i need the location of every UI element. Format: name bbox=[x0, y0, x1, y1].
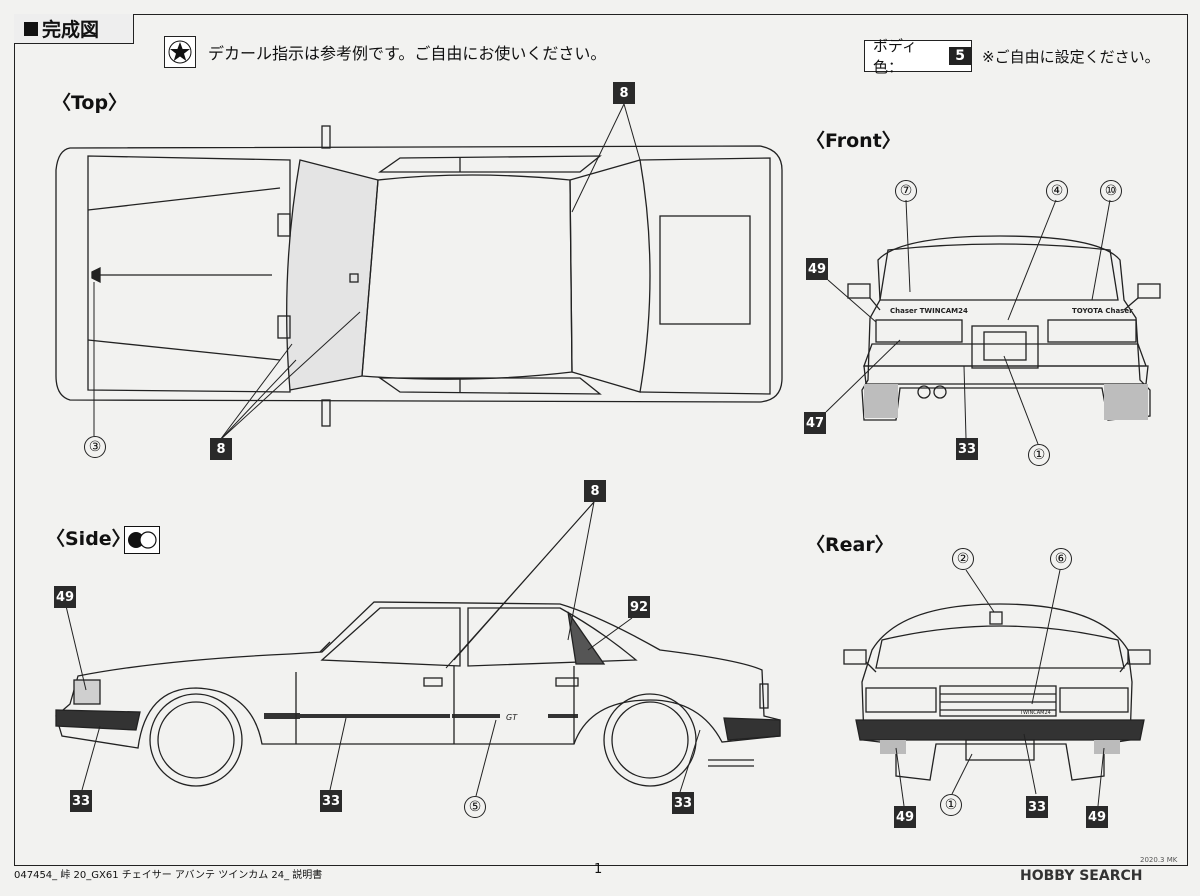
rear-leaders bbox=[895, 569, 1105, 807]
top-view-car bbox=[55, 125, 783, 427]
section-header: 完成図 bbox=[14, 14, 134, 44]
footer-logo: HOBBY SEARCH bbox=[1020, 868, 1143, 884]
square-icon bbox=[24, 21, 38, 36]
callout-side-8: 8 bbox=[584, 480, 606, 502]
callout-front-10: ⑩ bbox=[1100, 180, 1122, 202]
body-color-label: ボディ色： bbox=[873, 37, 917, 76]
callout-side-49: 49 bbox=[54, 586, 76, 608]
view-label-front: 〈Front〉 bbox=[806, 130, 901, 152]
callout-front-47: 47 bbox=[804, 412, 826, 434]
footer-code: 047454_ 峠 20_GX61 チェイサー アバンテ ツインカム 24_ 説… bbox=[14, 870, 323, 881]
callout-rear-33: 33 bbox=[1026, 796, 1048, 818]
callout-top-8b: 8 bbox=[210, 438, 232, 460]
section-title: 完成図 bbox=[42, 19, 100, 41]
callout-side-33c: 33 bbox=[672, 792, 694, 814]
callout-rear-2: ② bbox=[952, 548, 974, 570]
front-view-car bbox=[847, 235, 1161, 421]
top-leaders bbox=[93, 103, 641, 441]
callout-rear-6: ⑥ bbox=[1050, 548, 1072, 570]
decal-side-stripe: GT bbox=[506, 713, 518, 722]
callout-top-3: ③ bbox=[84, 436, 106, 458]
decal-rear-grille: TWINCAM24 bbox=[1019, 710, 1051, 716]
front-leaders bbox=[825, 199, 1111, 445]
callout-rear-49b: 49 bbox=[1086, 806, 1108, 828]
callout-side-92: 92 bbox=[628, 596, 650, 618]
side-leaders bbox=[65, 501, 701, 797]
decal-front-left: Chaser TWINCAM24 bbox=[890, 307, 968, 315]
page-frame bbox=[14, 14, 1188, 866]
decal-note: デカール指示は参考例です。ご自由にお使いください。 bbox=[208, 44, 607, 63]
body-color-number: 5 bbox=[949, 47, 971, 65]
callout-front-1: ① bbox=[1028, 444, 1050, 466]
star-icon bbox=[164, 36, 196, 68]
two-tone-icon bbox=[124, 526, 160, 554]
callout-front-49: 49 bbox=[806, 258, 828, 280]
decal-front-right: TOYOTA Chaser bbox=[1072, 307, 1133, 315]
side-view-car bbox=[55, 601, 781, 787]
view-label-top: 〈Top〉 bbox=[52, 92, 128, 114]
callout-side-33a: 33 bbox=[70, 790, 92, 812]
callout-top-8a: 8 bbox=[613, 82, 635, 104]
callout-rear-49a: 49 bbox=[894, 806, 916, 828]
callout-side-5: ⑤ bbox=[464, 796, 486, 818]
callout-front-7: ⑦ bbox=[895, 180, 917, 202]
callout-rear-1: ① bbox=[940, 794, 962, 816]
body-color-note: ※ご自由に設定ください。 bbox=[982, 48, 1160, 66]
body-color-box: ボディ色： 5 bbox=[864, 37, 972, 76]
callout-front-4: ④ bbox=[1046, 180, 1068, 202]
view-label-side: 〈Side〉 bbox=[46, 528, 131, 550]
rear-view-car bbox=[843, 603, 1151, 781]
footer-tiny: 2020.3 MK bbox=[1140, 856, 1178, 864]
callout-side-33b: 33 bbox=[320, 790, 342, 812]
footer-page-number: 1 bbox=[594, 862, 603, 877]
view-label-rear: 〈Rear〉 bbox=[806, 534, 894, 556]
callout-front-33: 33 bbox=[956, 438, 978, 460]
